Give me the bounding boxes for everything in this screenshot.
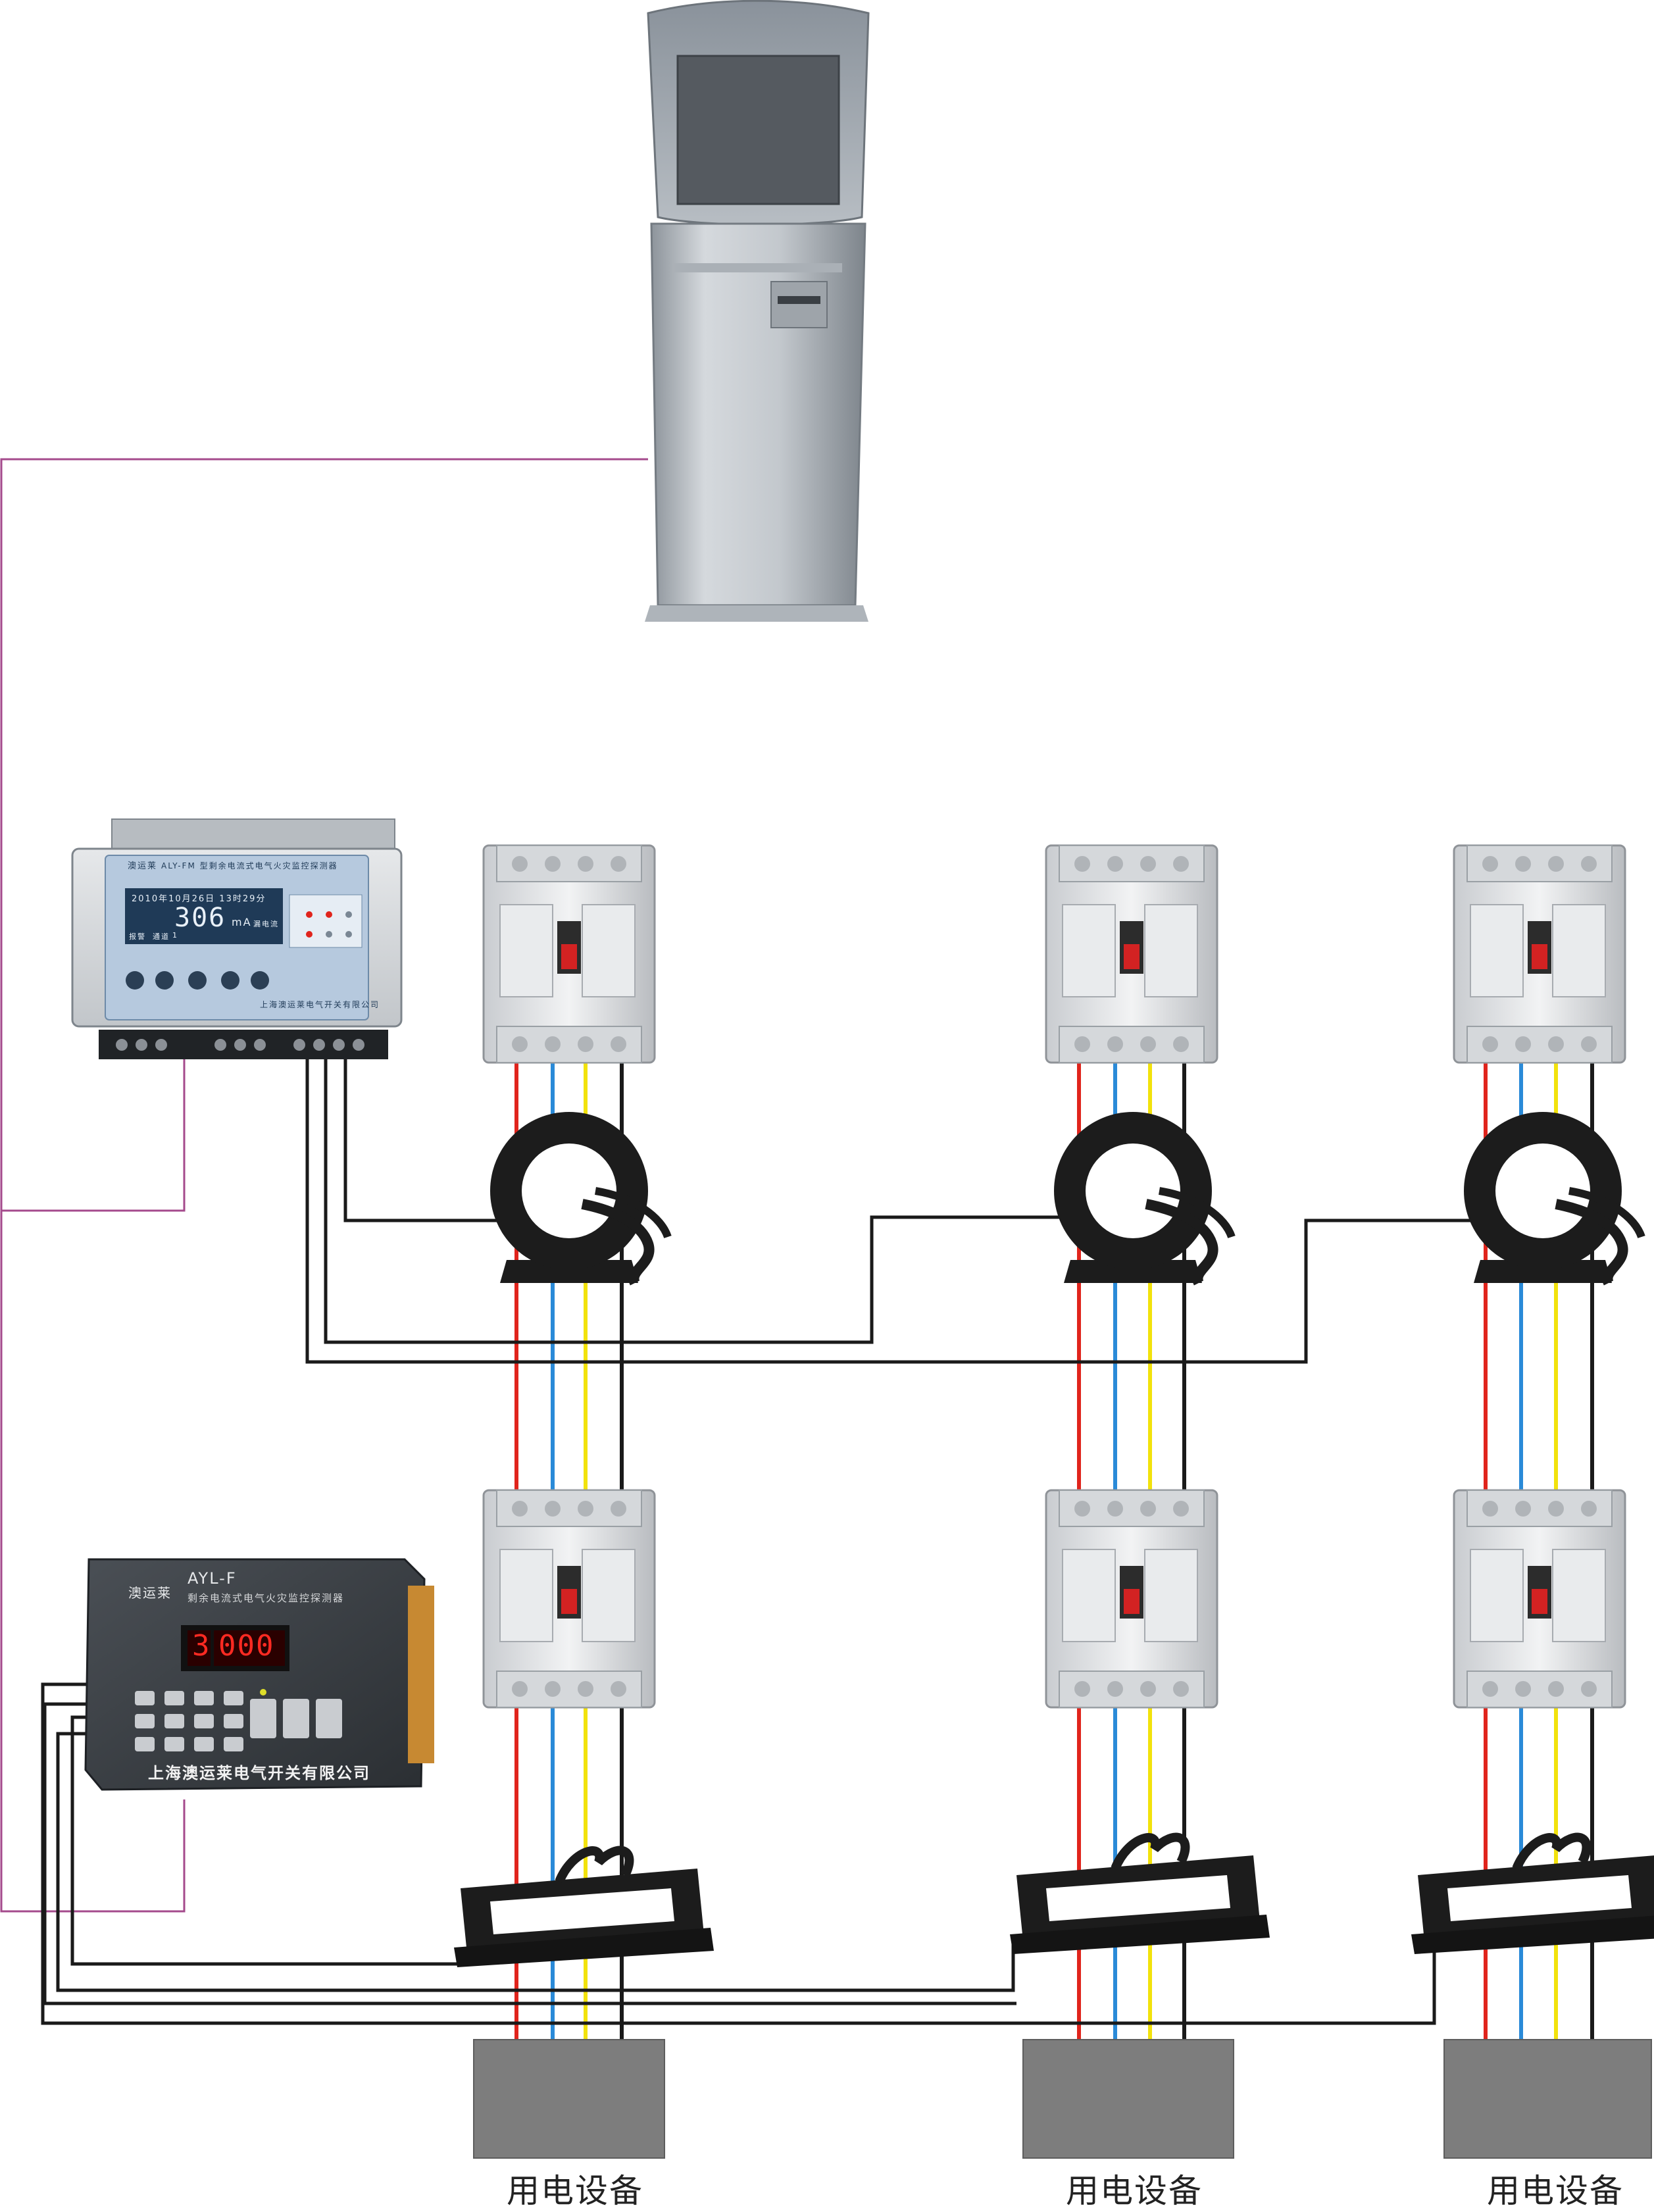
load-label-1: 用电设备 [507,2172,643,2210]
detector-ct-wiring [41,1682,1436,2025]
round-current-transformer-icon [490,1112,1641,1283]
load-box-2 [1022,2039,1234,2159]
load-boxes [473,2039,1652,2159]
kiosk-host-icon [645,0,870,622]
rectangular-current-transformer-icon [454,1838,1654,1967]
kiosk-screen [676,55,840,205]
detector-device [84,1558,434,1791]
monitor-reading-value: 306 [174,903,226,933]
detector-brand: 澳运莱 [128,1585,172,1601]
signal-bus [0,458,648,1913]
load-box-1 [473,2039,665,2159]
monitor-company: 上海澳运莱电气开关有限公司 [260,1000,380,1009]
monitor-channel-label: 通道 [153,932,170,941]
monitor-lcd [125,888,283,944]
detector-company: 上海澳运莱电气开关有限公司 [148,1764,370,1782]
monitor-device [71,818,403,1059]
detector-keypad[interactable] [135,1691,342,1751]
kiosk-printer-slot [770,281,828,328]
monitor-model-title: ALY-FM 型剩余电流式电气火灾监控探测器 [161,861,338,870]
monitor-button-up[interactable] [221,971,239,990]
monitor-button-1[interactable] [126,971,144,990]
detector-model: AYL-F [188,1569,237,1588]
monitor-brand: 澳运莱 [128,861,158,871]
monitor-ct-wiring [305,1053,1470,1364]
detector-display-channel: 3 [192,1629,211,1663]
load-label-2: 用电设备 [1066,2172,1203,2210]
detector-subtitle: 剩余电流式电气火灾监控探测器 [188,1592,345,1604]
load-box-3 [1443,2039,1652,2159]
monitor-datetime: 2010年10月26日 13时29分 [132,894,266,904]
detector-display-value: 000 [218,1629,275,1663]
load-label-3: 用电设备 [1487,2172,1624,2210]
monitor-reading-unit: mA [232,916,252,928]
monitor-reading-label: 漏电流 [253,920,279,928]
monitor-button-2[interactable] [155,971,174,990]
circuit-breaker-icon [482,844,1626,1709]
monitor-channel-value: 1 [172,931,178,940]
monitor-button-down[interactable] [251,971,269,990]
monitor-button-3[interactable] [188,971,207,990]
monitor-status-left: 报警 [129,932,146,941]
